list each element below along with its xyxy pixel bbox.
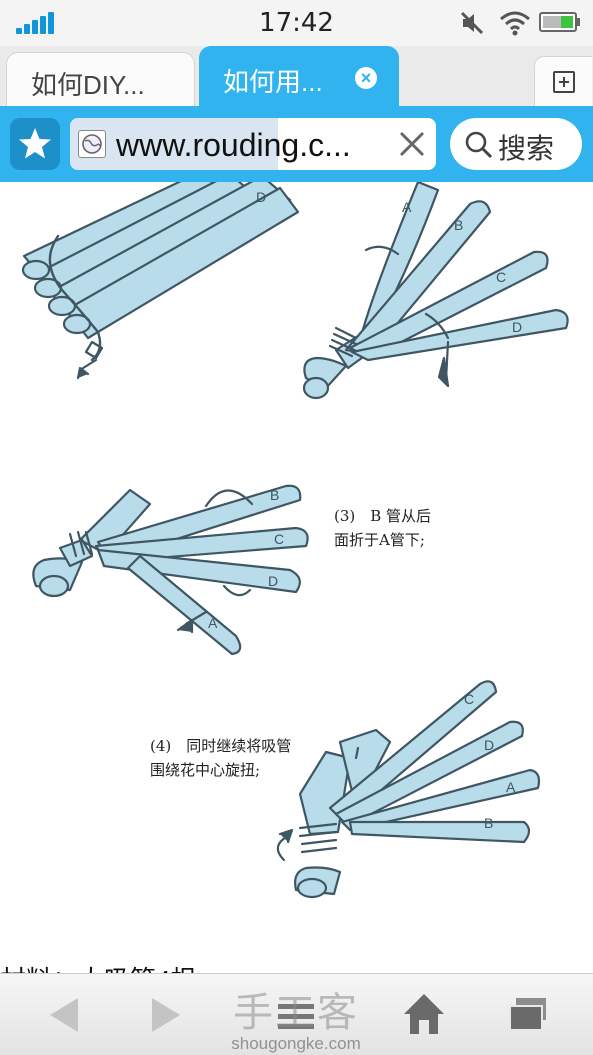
figure-2: A B C D bbox=[302, 182, 569, 400]
materials-text: 材料：大吸管4根 bbox=[0, 960, 196, 973]
plus-icon bbox=[553, 71, 575, 93]
windows-button[interactable] bbox=[490, 974, 570, 1055]
mute-icon bbox=[459, 10, 485, 41]
url-text: www.rouding.c... bbox=[116, 127, 351, 163]
step-3-caption: (3) B 管从后 面折于A管下; bbox=[334, 504, 431, 552]
address-bar: www.rouding.c... 搜索 bbox=[0, 106, 593, 182]
search-button[interactable]: 搜索 bbox=[450, 118, 582, 170]
close-tab-icon[interactable]: × bbox=[355, 67, 377, 89]
straw-flower-illustration: D A B C D bbox=[21, 182, 569, 899]
tab-label: 如何用... bbox=[223, 67, 323, 97]
straw-label: A bbox=[506, 779, 516, 795]
tab-strip: 如何DIY... 如何用... × bbox=[0, 46, 593, 106]
straw-label: C bbox=[496, 269, 506, 285]
watermark: 手工客 shougongke.com bbox=[196, 980, 396, 1054]
caption-line: 围绕花中心旋扭; bbox=[150, 761, 261, 779]
tab-active[interactable]: 如何用... × bbox=[199, 46, 399, 106]
step-4-caption: (4) 同时继续将吸管 围绕花中心旋扭; bbox=[150, 734, 291, 782]
globe-icon bbox=[78, 130, 106, 158]
signal-icon bbox=[16, 12, 56, 34]
clear-url-icon[interactable] bbox=[396, 128, 428, 160]
straw-label: A bbox=[208, 615, 218, 631]
page-content: D A B C D bbox=[0, 182, 593, 973]
straw-label: B bbox=[484, 815, 493, 831]
caption-line: (4) 同时继续将吸管 bbox=[150, 737, 292, 755]
favorites-button[interactable] bbox=[10, 118, 60, 170]
caption-line: (3) B 管从后 bbox=[334, 507, 432, 525]
watermark-sub: shougongke.com bbox=[231, 1034, 361, 1053]
straw-label: B bbox=[454, 217, 463, 233]
search-icon bbox=[465, 131, 493, 159]
back-button[interactable] bbox=[24, 974, 104, 1055]
search-label: 搜索 bbox=[498, 133, 555, 164]
figure-4: C D A B bbox=[276, 680, 541, 899]
status-bar: 17:42 bbox=[0, 0, 593, 46]
new-tab-button[interactable] bbox=[534, 56, 592, 106]
forward-button[interactable] bbox=[126, 974, 206, 1055]
forward-icon bbox=[152, 998, 180, 1032]
figure-3: B C D A bbox=[32, 484, 309, 656]
straw-label: D bbox=[268, 573, 278, 589]
wifi-icon bbox=[499, 10, 531, 41]
home-icon bbox=[404, 994, 444, 1034]
menu-icon bbox=[278, 1004, 314, 1029]
tab-label: 如何DIY... bbox=[31, 70, 145, 100]
windows-icon bbox=[509, 998, 546, 1031]
watermark-main: 手工客 bbox=[233, 990, 359, 1036]
straw-label: C bbox=[464, 691, 474, 707]
back-icon bbox=[50, 998, 78, 1032]
url-field[interactable]: www.rouding.c... bbox=[70, 118, 436, 170]
caption-line: 面折于A管下; bbox=[334, 531, 425, 549]
menu-button[interactable] bbox=[256, 974, 336, 1055]
status-time: 17:42 bbox=[259, 8, 334, 38]
straw-label: B bbox=[270, 487, 279, 503]
bottom-toolbar: 手工客 shougongke.com bbox=[0, 973, 593, 1055]
straw-label: C bbox=[274, 531, 284, 547]
straw-label: D bbox=[512, 319, 522, 335]
star-icon bbox=[19, 128, 51, 159]
straw-label: D bbox=[484, 737, 494, 753]
home-button[interactable] bbox=[384, 974, 464, 1055]
straw-label: D bbox=[256, 189, 266, 205]
tab-inactive[interactable]: 如何DIY... bbox=[6, 52, 195, 106]
battery-icon bbox=[539, 10, 581, 39]
figure-1: D bbox=[21, 182, 300, 380]
straw-label: A bbox=[402, 199, 412, 215]
